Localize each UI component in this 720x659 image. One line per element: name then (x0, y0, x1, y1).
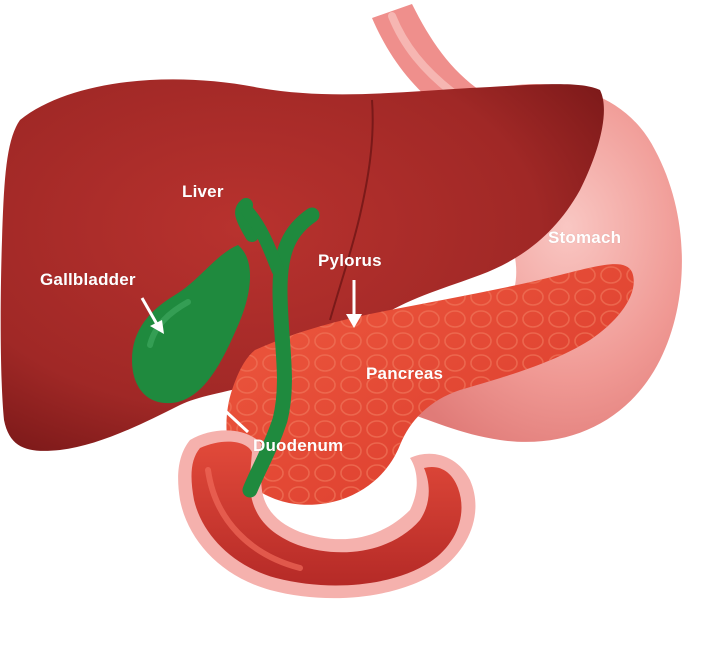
stomach-label: Stomach (548, 228, 622, 247)
arrow-gallbladder (140, 297, 164, 334)
arrow-pylorus (346, 280, 362, 328)
duodenum-label: Duodenum (253, 436, 344, 455)
liver-fissure (329, 99, 374, 321)
common-bile-duct (242, 207, 320, 498)
pancreas-texture (226, 264, 634, 505)
gallbladder-label: Gallbladder (40, 270, 136, 289)
esophagus-highlight (388, 12, 456, 96)
gallbladder-highlight (147, 299, 191, 348)
pylorus-label: Pylorus (318, 251, 382, 270)
arrow-duodenum (212, 398, 250, 434)
pancreas-label: Pancreas (366, 364, 444, 383)
gallbladder-shape (132, 245, 251, 404)
cystic-duct (241, 205, 285, 277)
duodenum-highlight (205, 467, 303, 571)
liver-label: Liver (182, 182, 224, 201)
